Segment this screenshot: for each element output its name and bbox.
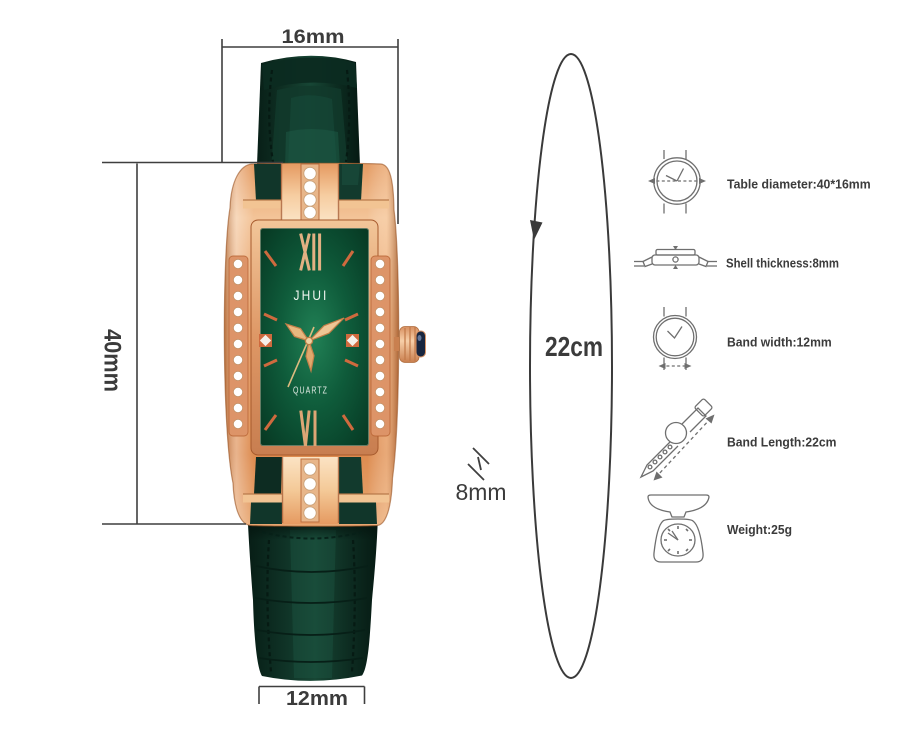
svg-text:40mm: 40mm: [99, 329, 126, 392]
svg-text:Band Length:22cm: Band Length:22cm: [727, 435, 837, 450]
svg-text:22cm: 22cm: [545, 331, 603, 362]
svg-text:8mm: 8mm: [456, 479, 507, 505]
svg-text:Weight:25g: Weight:25g: [727, 522, 792, 537]
svg-text:Shell thickness:8mm: Shell thickness:8mm: [726, 256, 839, 271]
svg-text:QUARTZ: QUARTZ: [293, 386, 328, 397]
svg-text:Band width:12mm: Band width:12mm: [727, 335, 832, 350]
svg-text:16mm: 16mm: [282, 27, 345, 48]
svg-text:12mm: 12mm: [286, 687, 348, 710]
svg-text:JHUI: JHUI: [294, 287, 329, 303]
svg-text:Table diameter:40*16mm: Table diameter:40*16mm: [727, 177, 871, 192]
